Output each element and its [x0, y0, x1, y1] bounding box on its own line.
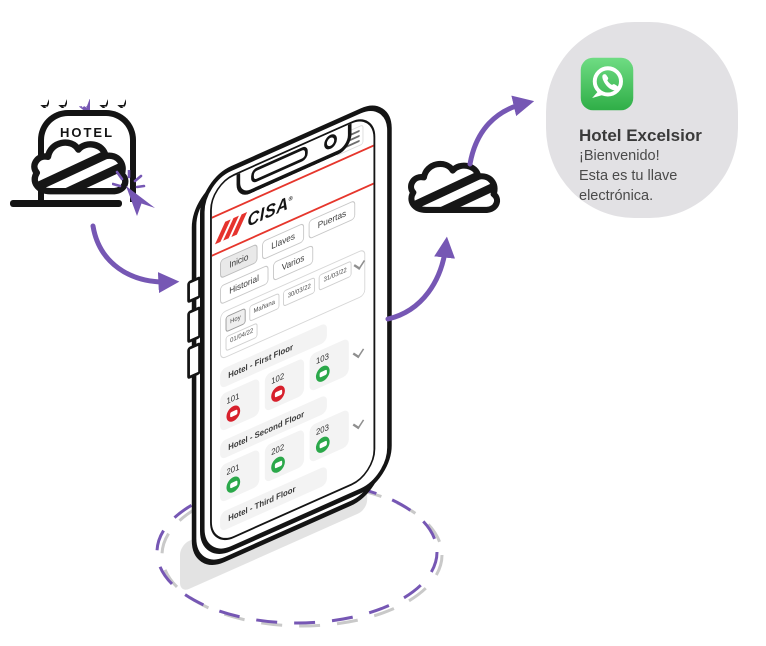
room-status-icon — [226, 474, 241, 496]
hotel-sign-illustration: HOTEL — [8, 86, 178, 216]
phone-volume-up-button — [187, 305, 201, 344]
ground-line — [10, 200, 122, 207]
star-icon — [32, 91, 49, 108]
curved-arrow-icon — [385, 236, 456, 322]
star-icon — [109, 91, 126, 108]
chevron-down-icon[interactable] — [353, 256, 365, 270]
whatsapp-message-bubble: Hotel Excelsior ¡Bienvenido! Esta es tu … — [546, 22, 738, 218]
chevron-down-icon[interactable] — [352, 345, 365, 358]
curved-arrow-icon — [90, 223, 180, 294]
curved-arrow-icon — [467, 95, 535, 167]
smartphone: CISA® Inicio Llaves Puertas Historial Va… — [187, 94, 392, 577]
star-icon-highlighted — [68, 88, 90, 110]
message-title: Hotel Excelsior — [579, 126, 702, 145]
room-status-icon — [315, 434, 330, 456]
message-line: ¡Bienvenido! — [579, 148, 660, 164]
cursor-click-icon — [112, 170, 155, 216]
room-status-icon — [226, 402, 241, 424]
chevron-down-icon[interactable] — [352, 416, 365, 430]
app-screen: CISA® Inicio Llaves Puertas Historial Va… — [210, 110, 376, 549]
room-status-icon — [271, 454, 285, 476]
star-rating — [32, 88, 126, 110]
cisa-stripes-icon — [214, 211, 248, 245]
phone-volume-down-button — [187, 341, 201, 380]
star-icon — [91, 91, 108, 108]
cisa-cloud-icon — [408, 160, 501, 213]
message-line: electrónica. — [579, 188, 654, 204]
whatsapp-icon — [580, 57, 634, 111]
room-status-icon — [315, 362, 330, 384]
room-status-icon — [271, 382, 285, 404]
star-icon — [50, 91, 67, 108]
message-line: Esta es tu llave — [579, 168, 678, 184]
hotel-sign-label: HOTEL — [59, 125, 115, 140]
camera-dot-icon — [323, 132, 337, 152]
cisa-cloud-icon — [31, 139, 129, 195]
